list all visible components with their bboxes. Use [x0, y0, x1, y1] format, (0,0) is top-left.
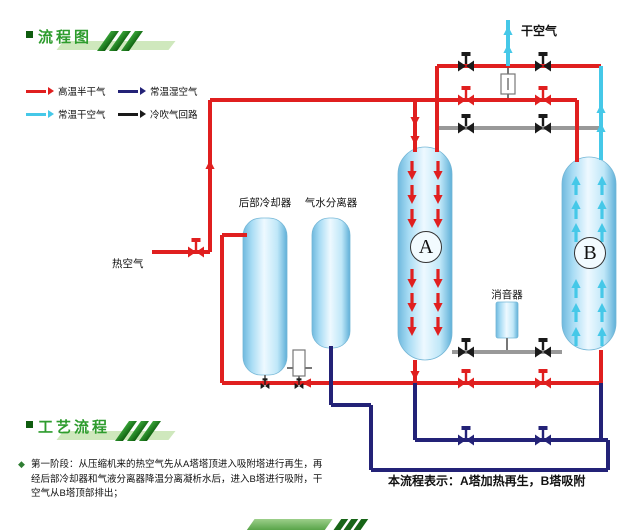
partial-stripes-icon — [330, 519, 369, 530]
legend-item-wet: 常温湿空气 — [118, 84, 210, 98]
legend-item-dry: 常温干空气 — [26, 107, 118, 121]
inline-components — [292, 73, 516, 377]
process-stage1-text: 第一阶段：从压缩机来的热空气先从A塔塔顶进入吸附塔进行再生，再经后部冷却器和气液… — [31, 459, 323, 500]
header-square-bullet — [26, 421, 33, 428]
muffler-body — [495, 301, 519, 339]
pipes-hot-air — [152, 64, 603, 385]
label-dry-air: 干空气 — [521, 24, 558, 38]
legend-arrow-cyan-icon — [26, 112, 46, 116]
legend-arrow-black-icon — [118, 112, 138, 116]
process-stage1-paragraph: ◆ 第一阶段：从压缩机来的热空气先从A塔塔顶进入吸附塔进行再生，再经后部冷却器和… — [18, 458, 330, 502]
diagram-header: 流程图 — [26, 29, 176, 51]
label-muffler: 消音器 — [491, 289, 523, 301]
legend-label: 常温湿空气 — [150, 87, 198, 98]
pipes-wet-air — [329, 346, 610, 472]
legend-label: 常温干空气 — [58, 110, 106, 121]
label-separator: 气水分离器 — [304, 197, 358, 209]
drain-trap-body — [292, 349, 306, 377]
tower-a-badge: A — [410, 231, 442, 263]
legend-item-hot: 高温半干气 — [26, 84, 118, 98]
diagram-title: 流程图 — [38, 29, 93, 46]
legend-arrow-red-icon — [26, 89, 46, 93]
header-stripes-icon — [115, 421, 162, 441]
header-square-bullet — [26, 31, 33, 38]
separator-vessel — [311, 217, 351, 349]
diamond-bullet-icon: ◆ — [18, 459, 25, 469]
label-hot-air: 热空气 — [112, 258, 144, 270]
rear-cooler-vessel — [242, 217, 288, 376]
pipes-dry-air — [506, 20, 603, 160]
pipes-aux — [264, 66, 509, 382]
process-title: 工艺流程 — [38, 419, 111, 436]
valves-hot — [188, 86, 551, 389]
tower-b-badge: B — [574, 237, 606, 269]
valves-wet — [458, 426, 551, 446]
process-header: 工艺流程 — [26, 419, 176, 441]
bottom-partial-header — [245, 519, 369, 530]
legend-label: 冷吹气回路 — [150, 110, 198, 121]
header-stripes-icon — [97, 31, 144, 51]
legend-arrow-navy-icon — [118, 89, 138, 93]
legend-label: 高温半干气 — [58, 87, 106, 98]
label-rear-cooler: 后部冷却器 — [238, 197, 292, 209]
partial-band — [245, 519, 333, 530]
legend-item-coldblow: 冷吹气回路 — [118, 107, 210, 121]
process-note: 本流程表示：A塔加热再生，B塔吸附 — [388, 474, 586, 488]
legend: 高温半干气 常温湿空气 常温干空气 冷吹气回路 — [26, 84, 210, 121]
